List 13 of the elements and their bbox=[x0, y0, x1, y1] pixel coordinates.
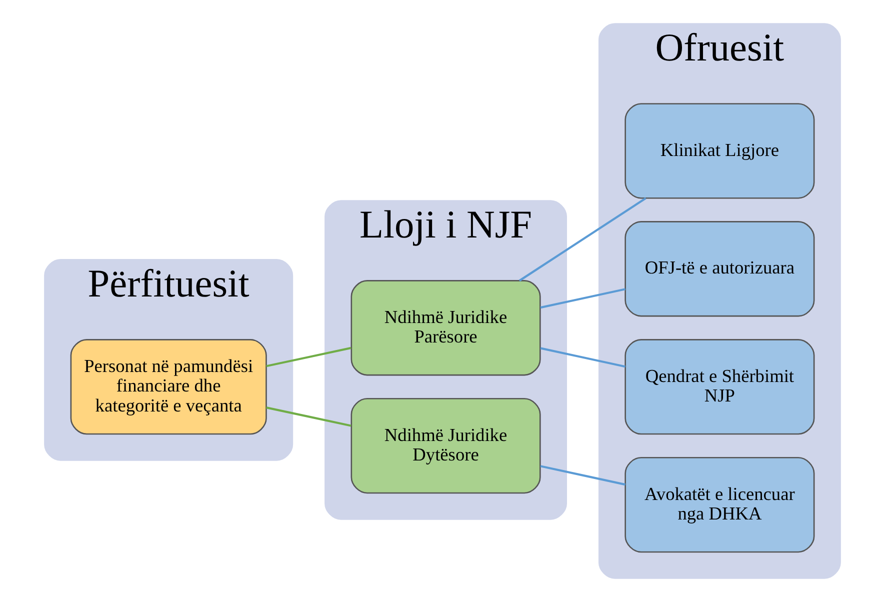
node-box: Qendrat e Shërbimit NJP bbox=[624, 339, 815, 435]
node-box: Ndihmë Juridike Dytësore bbox=[350, 398, 541, 494]
node-box: Klinikat Ligjore bbox=[624, 103, 815, 199]
connector bbox=[540, 347, 626, 368]
connector bbox=[266, 346, 352, 368]
connector bbox=[266, 406, 352, 427]
node-box: OFJ-të e autorizuara bbox=[624, 221, 815, 317]
connector bbox=[540, 465, 626, 486]
connector bbox=[540, 288, 626, 309]
node-box: Ndihmë Juridike Parësore bbox=[350, 280, 541, 376]
node-box: Avokatët e licencuar nga DHKA bbox=[624, 456, 815, 553]
node-box: Personat në pamundësi financiare dhe kategoritë e veçanta bbox=[70, 339, 267, 435]
connector bbox=[518, 197, 646, 282]
